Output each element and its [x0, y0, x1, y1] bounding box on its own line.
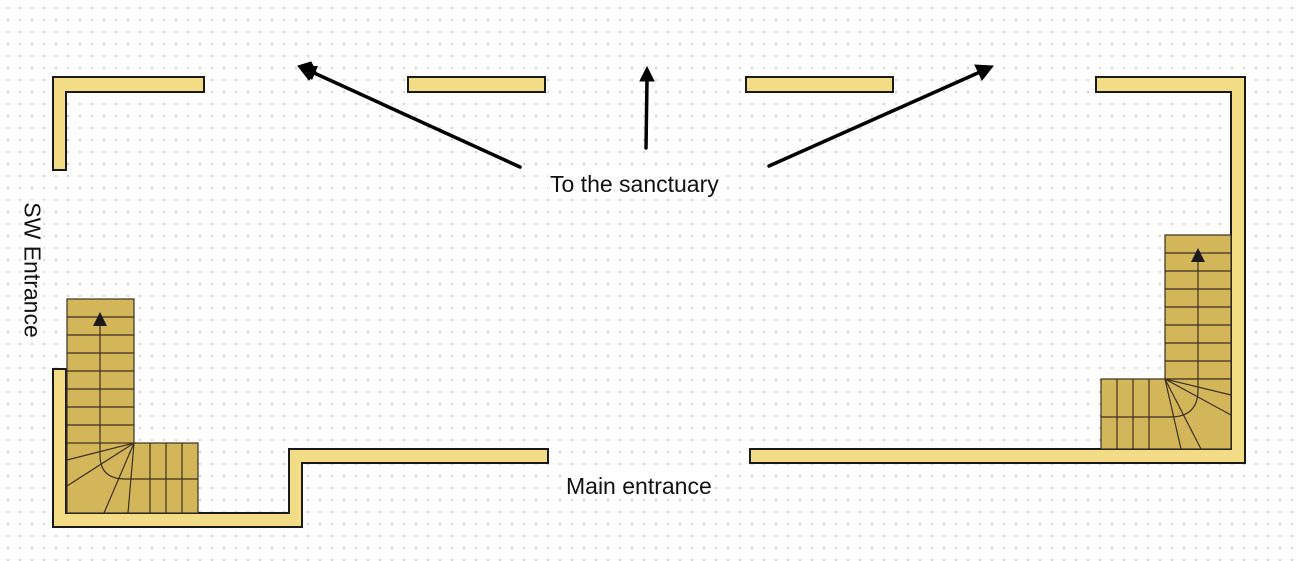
sw-entrance-label: SW Entrance	[19, 200, 46, 340]
wall-top-left	[52, 76, 205, 171]
wall-bottom-left	[52, 368, 549, 528]
main-entrance-label: Main entrance	[564, 473, 714, 499]
arrow-left-icon	[297, 61, 522, 169]
walls	[52, 76, 1246, 528]
staircase-right	[1100, 234, 1232, 450]
wall-top-segment-2	[407, 76, 546, 93]
sanctuary-arrows	[297, 61, 994, 169]
sanctuary-label: To the sanctuary	[548, 171, 721, 197]
arrow-right-icon	[767, 64, 994, 168]
arrow-up-icon	[639, 65, 655, 150]
stair-up-arrow-right	[1191, 248, 1205, 262]
stair-up-arrow-left	[93, 312, 107, 326]
wall-top-segment-3	[745, 76, 894, 93]
staircase-left	[66, 298, 199, 514]
wall-right	[749, 76, 1246, 464]
